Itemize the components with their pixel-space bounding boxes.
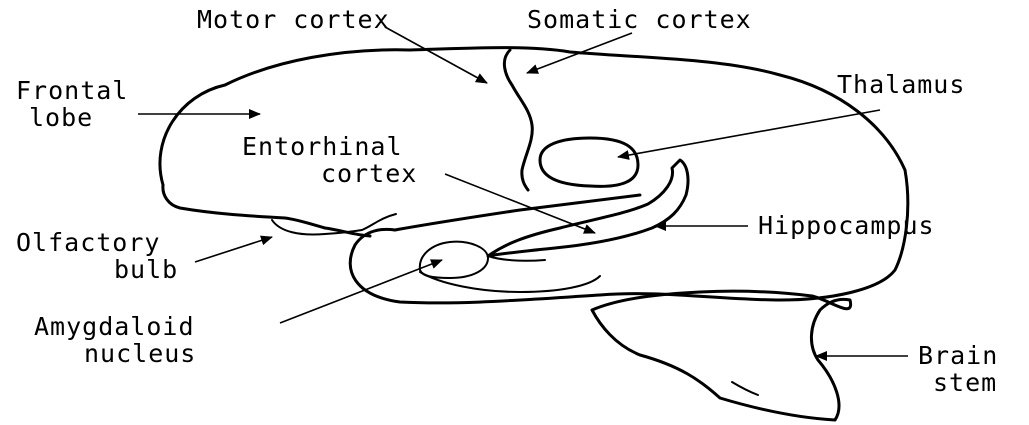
amygdaloid-shape — [420, 242, 488, 278]
thalamus-leader — [618, 110, 880, 157]
cerebrum-outline — [160, 48, 908, 303]
amygdaloid-leader — [280, 260, 442, 323]
hippocampus-label: Hippocampus — [758, 212, 935, 239]
olfactory-bulb-label-line1: Olfactory — [16, 229, 160, 256]
brain-stem-label-line2: stem — [933, 369, 997, 396]
brain-stem-label-line1: Brain — [918, 342, 998, 369]
central-sulcus — [504, 50, 532, 190]
frontal-lobe-label-line1: Frontal — [16, 77, 128, 104]
temporal-inner-lobe — [420, 272, 600, 292]
amygdaloid-nucleus-label-line1: Amygdaloid — [34, 313, 195, 340]
somatic-cortex-leader — [527, 33, 632, 73]
somatic-cortex-label: Somatic cortex — [527, 6, 752, 33]
brain-stem-shape — [592, 291, 851, 420]
motor-cortex-leader — [385, 27, 487, 83]
motor-cortex-label: Motor cortex — [197, 6, 390, 33]
amygdaloid-nucleus-label-line2: nucleus — [84, 340, 196, 367]
thalamus-label: Thalamus — [837, 71, 965, 98]
brain-stem-detail — [732, 382, 758, 395]
frontal-underside — [163, 185, 370, 236]
thalamus-shape — [540, 138, 638, 186]
hippocampus-inner — [488, 256, 545, 261]
frontal-lobe-label-line2: lobe — [29, 104, 93, 131]
entorhinal-cortex-label-line1: Entorhinal — [242, 133, 403, 160]
temporal-lobe-line — [395, 195, 640, 230]
olfactory-bulb-label-line2: bulb — [114, 256, 178, 283]
hippocampus-shape — [488, 160, 688, 256]
olfactory-bulb-leader — [195, 237, 272, 262]
entorhinal-cortex-label-line2: cortex — [321, 160, 417, 187]
